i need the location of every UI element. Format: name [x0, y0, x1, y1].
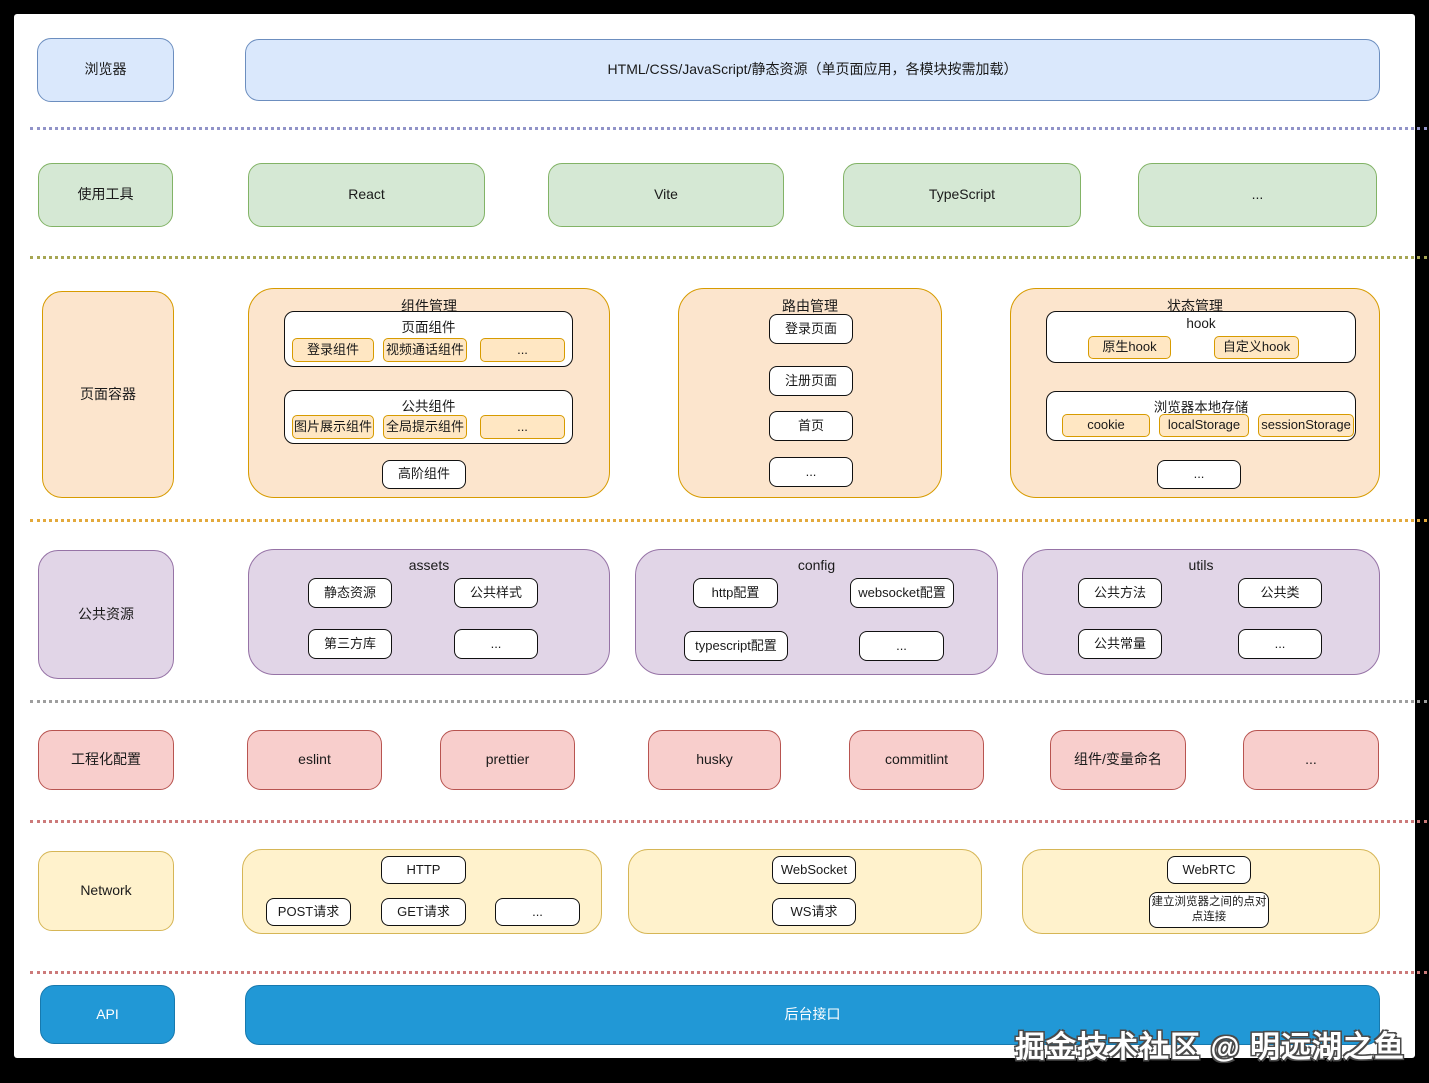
chip-sessionstorage: sessionStorage [1258, 414, 1354, 437]
chip-more: ... [480, 338, 565, 362]
chip-webrtc: WebRTC [1167, 856, 1251, 884]
component-mgmt-title: 组件管理 [401, 298, 457, 314]
chip-video-call-component: 视频通话组件 [383, 338, 467, 362]
browser-storage-title: 浏览器本地存储 [1153, 400, 1249, 415]
chip-websocket-config: websocket配置 [850, 578, 954, 608]
eng-more: ... [1243, 730, 1379, 790]
utils-title: utils [1188, 557, 1214, 573]
chip-websocket: WebSocket [772, 856, 856, 884]
utils-group: utils 公共方法 公共类 公共常量 ... [1022, 549, 1380, 675]
hook-box: hook 原生hook 自定义hook [1046, 311, 1356, 363]
assets-group: assets 静态资源 公共样式 第三方库 ... [248, 549, 610, 675]
chip-more: ... [495, 898, 580, 926]
tool-react: React [248, 163, 485, 227]
chip-more: ... [859, 631, 944, 661]
chip-localstorage: localStorage [1159, 414, 1249, 437]
eng-prettier: prettier [440, 730, 575, 790]
tool-more: ... [1138, 163, 1377, 227]
http-group: HTTP POST请求 GET请求 ... [242, 849, 602, 934]
browser-storage-box: 浏览器本地存储 cookie localStorage sessionStora… [1046, 391, 1356, 441]
chip-global-toast-component: 全局提示组件 [383, 415, 467, 439]
eng-naming: 组件/变量命名 [1050, 730, 1186, 790]
chip-image-display-component: 图片展示组件 [292, 415, 374, 439]
route-mgmt-group: 路由管理 登录页面 注册页面 首页 ... [678, 288, 942, 498]
divider-3 [30, 519, 1427, 522]
engineering-label: 工程化配置 [38, 730, 174, 790]
backend-api-bar: 后台接口 [245, 985, 1380, 1045]
state-mgmt-title: 状态管理 [1167, 298, 1223, 314]
chip-common-styles: 公共样式 [454, 578, 538, 608]
chip-common-classes: 公共类 [1238, 578, 1322, 608]
divider-5 [30, 820, 1427, 823]
common-resources-label: 公共资源 [38, 550, 174, 679]
divider-6 [30, 971, 1427, 974]
eng-husky: husky [648, 730, 781, 790]
chip-more: ... [1157, 460, 1241, 489]
chip-get-request: GET请求 [381, 898, 466, 926]
chip-hoc: 高阶组件 [382, 460, 466, 489]
chip-register-page: 注册页面 [769, 366, 853, 396]
eng-eslint: eslint [247, 730, 382, 790]
chip-third-party-lib: 第三方库 [308, 629, 392, 659]
diagram-page: 浏览器 HTML/CSS/JavaScript/静态资源（单页面应用，各模块按需… [14, 14, 1427, 1058]
chip-ws-request: WS请求 [772, 898, 856, 926]
chip-http-config: http配置 [693, 578, 778, 608]
component-mgmt-group: 组件管理 页面组件 登录组件 视频通话组件 ... 公共组件 图片展示组件 全局… [248, 288, 610, 498]
config-title: config [797, 557, 836, 573]
chip-p2p-connection: 建立浏览器之间的点对点连接 [1149, 892, 1269, 928]
api-label: API [40, 985, 175, 1044]
tool-vite: Vite [548, 163, 784, 227]
chip-common-methods: 公共方法 [1078, 578, 1162, 608]
network-label: Network [38, 851, 174, 931]
common-components-title: 公共组件 [401, 399, 456, 414]
browser-label-box: 浏览器 [37, 38, 174, 102]
chip-post-request: POST请求 [266, 898, 351, 926]
config-group: config http配置 websocket配置 typescript配置 .… [635, 549, 998, 675]
chip-home-page: 首页 [769, 411, 853, 441]
assets-title: assets [408, 557, 450, 573]
hook-box-title: hook [1186, 316, 1216, 331]
chip-static-resources: 静态资源 [308, 578, 392, 608]
chip-common-constants: 公共常量 [1078, 629, 1162, 659]
tools-label-box: 使用工具 [38, 163, 173, 227]
route-mgmt-title: 路由管理 [782, 298, 838, 314]
chip-typescript-config: typescript配置 [684, 631, 788, 661]
page-components-box: 页面组件 登录组件 视频通话组件 ... [284, 311, 573, 367]
page-container-label: 页面容器 [42, 291, 174, 498]
chip-native-hook: 原生hook [1088, 336, 1171, 359]
chip-more: ... [769, 457, 853, 487]
common-components-box: 公共组件 图片展示组件 全局提示组件 ... [284, 390, 573, 444]
chip-login-page: 登录页面 [769, 314, 853, 344]
chip-http: HTTP [381, 856, 466, 884]
state-mgmt-group: 状态管理 hook 原生hook 自定义hook 浏览器本地存储 cookie … [1010, 288, 1380, 498]
tool-typescript: TypeScript [843, 163, 1081, 227]
webrtc-group: WebRTC 建立浏览器之间的点对点连接 [1022, 849, 1380, 934]
chip-cookie: cookie [1062, 414, 1150, 437]
eng-commitlint: commitlint [849, 730, 984, 790]
chip-more: ... [480, 415, 565, 439]
watermark: 掘金技术社区 @ 明远湖之鱼 [1015, 1031, 1405, 1064]
chip-more: ... [454, 629, 538, 659]
divider-1 [30, 127, 1427, 130]
page-components-title: 页面组件 [401, 320, 456, 335]
divider-2 [30, 256, 1427, 259]
divider-4 [30, 700, 1427, 703]
chip-more: ... [1238, 629, 1322, 659]
websocket-group: WebSocket WS请求 [628, 849, 982, 934]
chip-login-component: 登录组件 [292, 338, 374, 362]
chip-custom-hook: 自定义hook [1214, 336, 1299, 359]
static-resources-bar: HTML/CSS/JavaScript/静态资源（单页面应用，各模块按需加载） [245, 39, 1380, 101]
